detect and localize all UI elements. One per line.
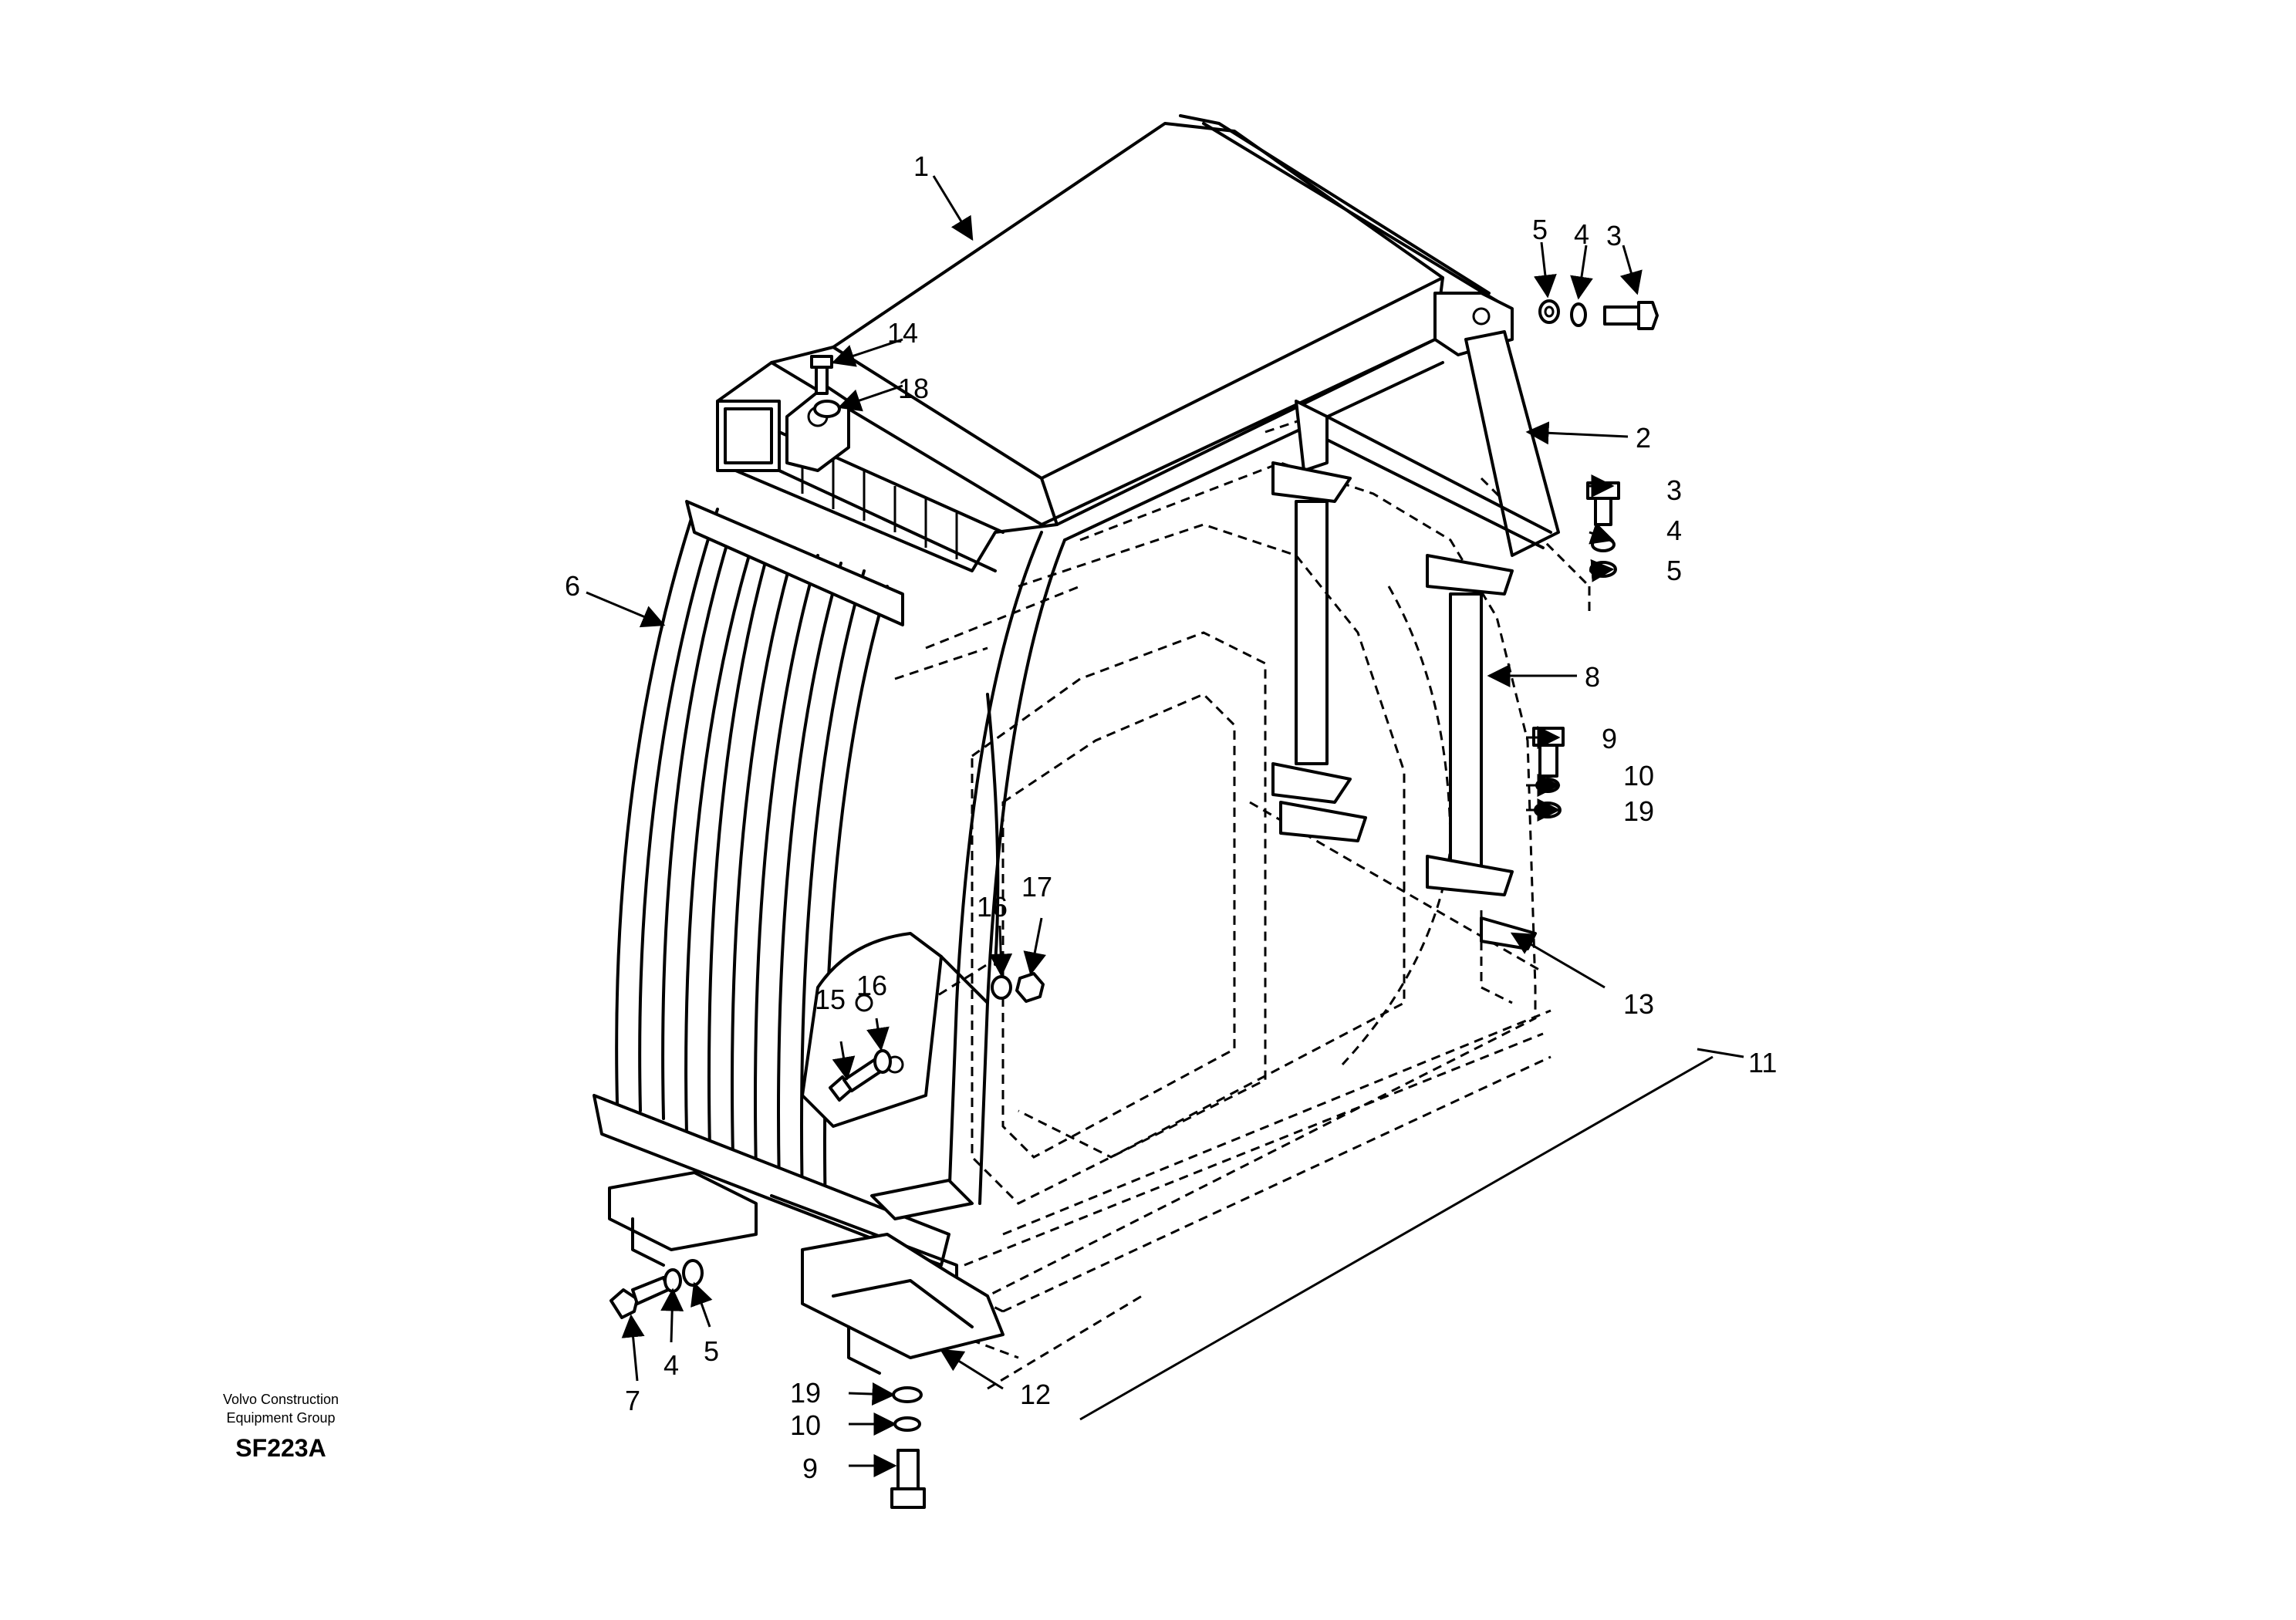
callout-12: 12 (1020, 1379, 1051, 1410)
callout-7: 7 (625, 1385, 640, 1416)
callout-9-bottom: 9 (802, 1453, 818, 1484)
callout-3-side: 3 (1666, 474, 1682, 506)
callout-4-side: 4 (1666, 515, 1682, 546)
washer-10-bottom-icon (893, 1416, 921, 1432)
washer-19-bottom-icon (892, 1386, 923, 1403)
nut-17-icon (1015, 972, 1045, 1003)
callout-6: 6 (565, 570, 580, 602)
bolt-9-side-icon (1532, 727, 1565, 778)
callout-1: 1 (913, 150, 929, 182)
callout-19-side: 19 (1623, 795, 1654, 827)
callout-16-center: 16 (977, 891, 1008, 923)
washer-5-bottom-icon (682, 1259, 704, 1287)
callout-8: 8 (1585, 661, 1600, 693)
callout-10-side: 10 (1623, 760, 1654, 791)
callout-5-bottom: 5 (704, 1335, 719, 1367)
callout-10-bottom: 10 (790, 1409, 821, 1441)
drawing-code: SF223A (235, 1434, 326, 1462)
bolt-3-top-icon (1603, 301, 1659, 330)
washer-16-center-icon (991, 975, 1012, 1000)
callout-4-bottom: 4 (663, 1349, 679, 1381)
callout-3-top: 3 (1606, 220, 1622, 251)
callout-18: 18 (898, 373, 929, 404)
callout-16-left: 16 (856, 970, 887, 1001)
callout-14: 14 (887, 317, 918, 349)
callout-9-side: 9 (1602, 723, 1617, 754)
lower-brackets (608, 1171, 1004, 1375)
leader-lines (586, 175, 1744, 1477)
callout-13: 13 (1623, 988, 1654, 1020)
washer-5-top-icon (1538, 299, 1560, 324)
callout-11: 11 (1748, 1047, 1777, 1078)
roof-guard (716, 114, 1514, 572)
callout-15: 15 (815, 984, 846, 1015)
bolt-14-icon (810, 355, 833, 395)
callout-2: 2 (1636, 422, 1651, 454)
washer-4-top-icon (1570, 302, 1587, 327)
credit-line-1: Volvo Construction (223, 1392, 339, 1407)
bolt-3-side-icon (1586, 481, 1620, 526)
callout-5-top: 5 (1532, 214, 1548, 245)
washer-18-icon (813, 400, 841, 418)
bolt-9-bottom-icon (890, 1449, 926, 1509)
callout-19-bottom: 19 (790, 1377, 821, 1409)
washer-4-bottom-icon (663, 1268, 682, 1293)
support-posts (1271, 461, 1537, 950)
callout-5-side: 5 (1666, 555, 1682, 586)
bolt-7-icon (609, 1276, 670, 1319)
credit-block: Volvo Construction Equipment Group SF223… (223, 1392, 339, 1462)
callout-labels: 1 2 3 3 4 4 4 5 5 5 6 7 8 9 9 10 10 11 1… (565, 150, 1777, 1484)
callout-4-top: 4 (1574, 218, 1589, 250)
rear-stay (1295, 330, 1560, 557)
credit-line-2: Equipment Group (226, 1410, 335, 1426)
washer-16-left-icon (873, 1049, 892, 1074)
callout-17: 17 (1021, 871, 1052, 903)
